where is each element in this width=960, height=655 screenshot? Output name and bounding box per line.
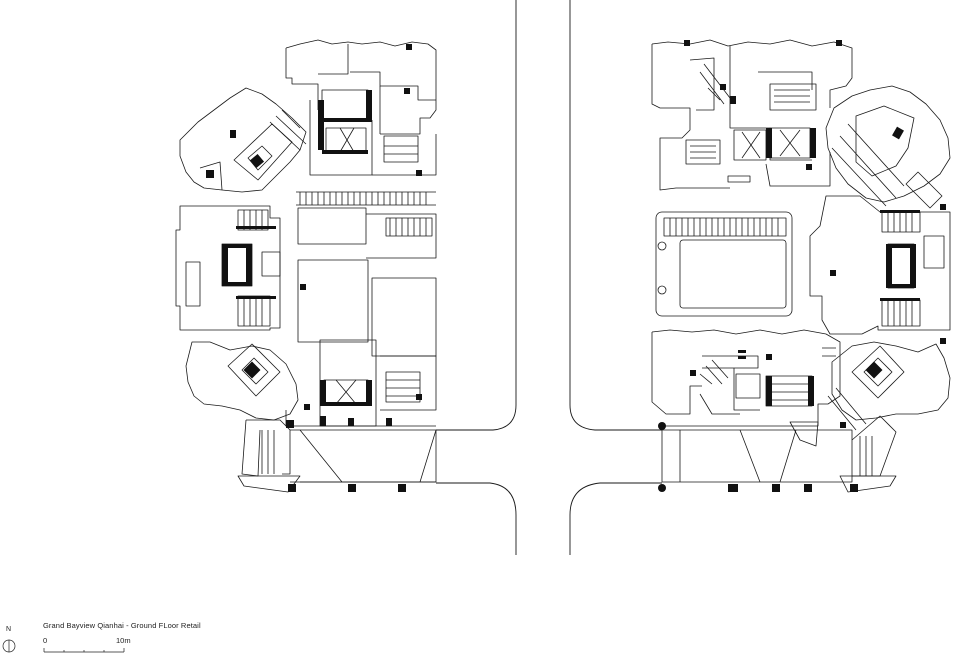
structural-columns bbox=[206, 40, 946, 492]
scale-start-label: 0 bbox=[43, 636, 48, 645]
north-label: N bbox=[6, 626, 12, 633]
swimming-pool bbox=[655, 211, 793, 317]
scale-bar bbox=[43, 648, 125, 653]
scale-end-label: 10m bbox=[116, 636, 131, 645]
north-arrow-icon bbox=[2, 639, 16, 653]
west-building-plan bbox=[175, 39, 437, 493]
drawing-caption: Grand Bayview Qianhai - Ground FLoor Ret… bbox=[43, 621, 201, 630]
road-edges bbox=[436, 0, 662, 555]
east-building-plan bbox=[651, 39, 951, 493]
